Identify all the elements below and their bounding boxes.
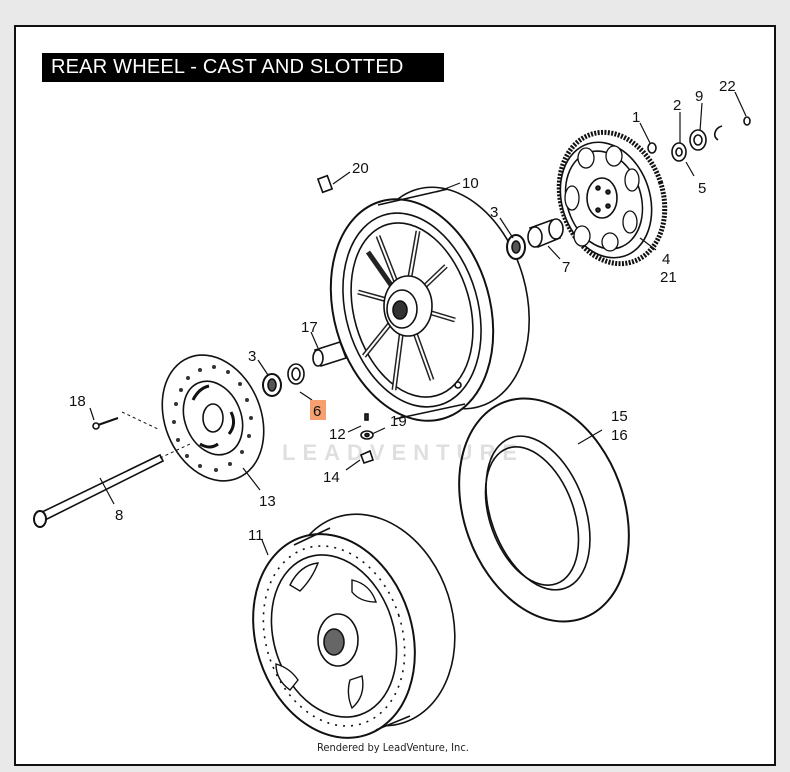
callout-8[interactable]: 8 xyxy=(115,507,123,524)
pulley-sprocket xyxy=(556,129,668,267)
bolt-18 xyxy=(92,411,161,431)
callout-12[interactable]: 12 xyxy=(329,426,346,443)
callout-3-upper[interactable]: 3 xyxy=(490,204,498,221)
slotted-wheel xyxy=(252,513,456,739)
callout-7[interactable]: 7 xyxy=(562,259,570,276)
callout-1[interactable]: 1 xyxy=(632,109,640,126)
callout-9[interactable]: 9 xyxy=(695,88,703,105)
leader-lines xyxy=(89,91,747,556)
callout-15[interactable]: 15 xyxy=(611,408,628,425)
axle-nut-and-washers xyxy=(647,116,751,162)
callout-10[interactable]: 10 xyxy=(462,175,479,192)
hub-spacers xyxy=(262,341,348,397)
callout-22[interactable]: 22 xyxy=(719,78,736,95)
callout-3-lower[interactable]: 3 xyxy=(248,348,256,365)
callout-13[interactable]: 13 xyxy=(259,493,276,510)
callout-11[interactable]: 11 xyxy=(248,527,264,544)
callout-20[interactable]: 20 xyxy=(352,160,369,177)
callout-14[interactable]: 14 xyxy=(323,469,340,486)
callout-5[interactable]: 5 xyxy=(698,180,706,197)
highlight-box-part-6 xyxy=(310,400,326,420)
callout-17[interactable]: 17 xyxy=(301,319,318,336)
callout-16[interactable]: 16 xyxy=(611,427,628,444)
spacer-7 xyxy=(527,218,564,249)
diagram-title: REAR WHEEL - CAST AND SLOTTED xyxy=(42,53,444,82)
callout-6[interactable]: 6 xyxy=(313,403,321,420)
pin-20 xyxy=(316,174,334,194)
bearing-upper xyxy=(506,234,526,260)
callout-4[interactable]: 4 xyxy=(662,251,670,268)
tire xyxy=(458,397,630,623)
valve-stem-parts xyxy=(359,413,375,465)
callout-18[interactable]: 18 xyxy=(69,393,86,410)
brake-disc xyxy=(161,354,265,482)
callout-2[interactable]: 2 xyxy=(673,97,681,114)
rendered-by-footer: Rendered by LeadVenture, Inc. xyxy=(317,741,469,754)
cast-wheel xyxy=(329,186,530,422)
callout-21[interactable]: 21 xyxy=(660,269,677,286)
axle-8 xyxy=(33,443,191,528)
callout-19[interactable]: 19 xyxy=(390,413,407,430)
watermark: LEADVENTURE xyxy=(282,440,525,465)
